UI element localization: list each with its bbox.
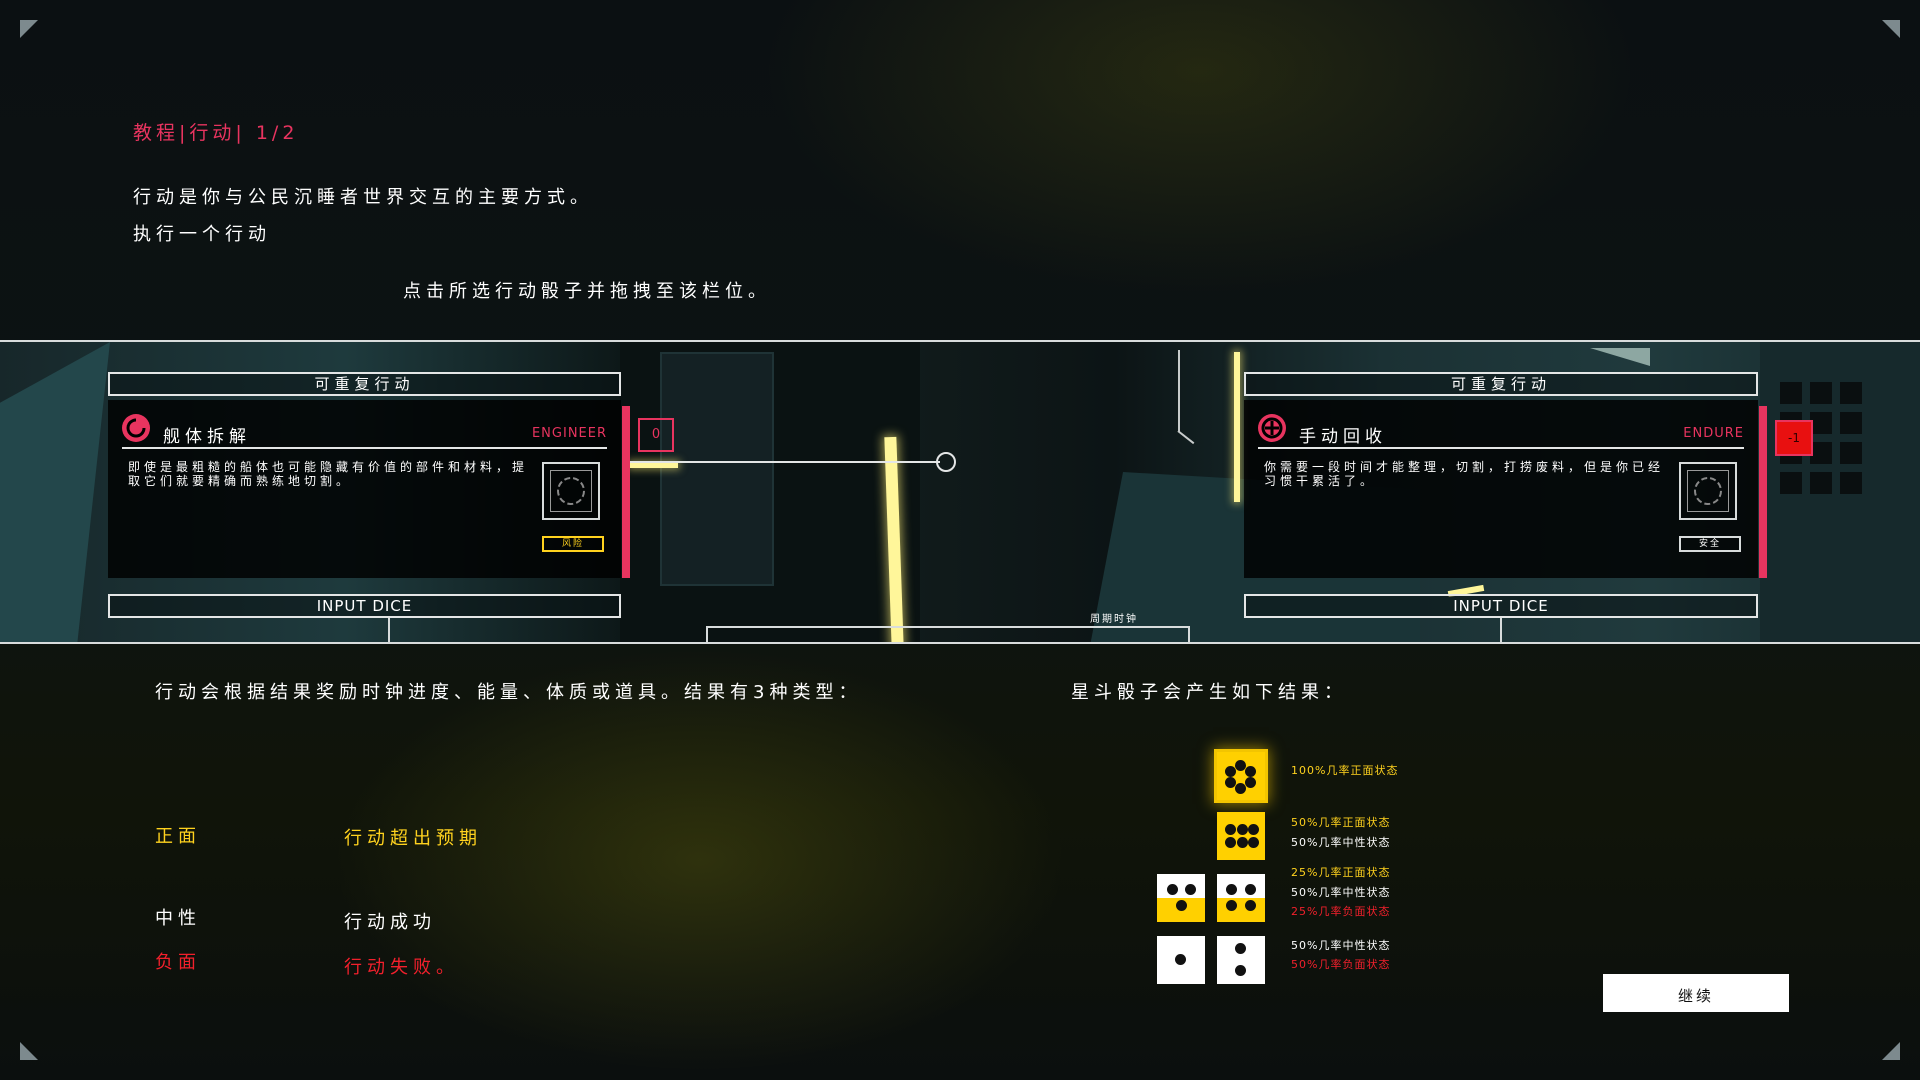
result-line: 50%几率负面状态 bbox=[1291, 958, 1391, 971]
die-neutral-a bbox=[1157, 936, 1205, 984]
left-dice-counter: 0 bbox=[638, 418, 674, 452]
result-line: 50%几率中性状态 bbox=[1291, 886, 1391, 899]
connector bbox=[1500, 618, 1502, 642]
tutorial-breadcrumb: 教程|行动| 1/2 bbox=[133, 122, 299, 144]
disassemble-icon bbox=[122, 414, 150, 442]
result-line: 25%几率正面状态 bbox=[1291, 866, 1391, 879]
result-line: 50%几率正面状态 bbox=[1291, 816, 1391, 829]
card-divider bbox=[122, 447, 607, 449]
gear-outline-icon bbox=[557, 477, 585, 505]
connection-line bbox=[630, 461, 940, 463]
card-accent-bar bbox=[622, 406, 630, 578]
outcome-negative-text: 行动失败。 bbox=[344, 957, 459, 978]
light-beam bbox=[1234, 352, 1240, 502]
action-scene: 周期时钟 可重复行动 舰体拆解 ENGINEER 即使是最粗糙的船体也可能隐藏有… bbox=[0, 340, 1920, 644]
left-action-card[interactable]: 舰体拆解 ENGINEER 即使是最粗糙的船体也可能隐藏有价值的部件和材料，提取… bbox=[108, 400, 621, 578]
result-line: 25%几率负面状态 bbox=[1291, 905, 1391, 918]
outcome-positive-type: 正面 bbox=[155, 826, 201, 847]
intro-line-2: 执行一个行动 bbox=[133, 224, 271, 245]
left-card-skill: ENGINEER bbox=[531, 426, 607, 441]
scene-panel bbox=[660, 352, 774, 586]
continue-button[interactable]: 继续 bbox=[1603, 974, 1789, 1012]
dice-slot[interactable] bbox=[1679, 462, 1737, 520]
die-neutral-b bbox=[1217, 936, 1265, 984]
connection-node bbox=[936, 452, 956, 472]
safe-badge: 安全 bbox=[1679, 536, 1741, 552]
die-mixed-b bbox=[1217, 874, 1265, 922]
die-positive-neutral bbox=[1217, 812, 1265, 860]
salvage-icon bbox=[1258, 414, 1286, 442]
gear-outline-icon bbox=[1694, 477, 1722, 505]
card-accent-bar bbox=[1759, 406, 1767, 578]
result-line: 50%几率中性状态 bbox=[1291, 836, 1391, 849]
outcome-negative-type: 负面 bbox=[155, 952, 201, 973]
right-card-title: 手动回收 bbox=[1299, 427, 1387, 447]
scene-highlight bbox=[1590, 348, 1650, 366]
left-card-description: 即使是最粗糙的船体也可能隐藏有价值的部件和材料，提取它们就要精确而熟练地切割。 bbox=[128, 460, 529, 488]
dice-slot[interactable] bbox=[542, 462, 600, 520]
outcome-positive-text: 行动超出预期 bbox=[344, 828, 482, 849]
risk-badge: 风险 bbox=[542, 536, 604, 552]
corner-decoration bbox=[20, 1042, 38, 1060]
left-card-header: 可重复行动 bbox=[108, 372, 621, 396]
right-card-header: 可重复行动 bbox=[1244, 372, 1758, 396]
intro-line-1: 行动是你与公民沉睡者世界交互的主要方式。 bbox=[133, 187, 593, 208]
cycle-clock-bracket bbox=[706, 626, 1190, 642]
left-input-dice[interactable]: INPUT DICE bbox=[108, 594, 621, 618]
right-input-dice[interactable]: INPUT DICE bbox=[1244, 594, 1758, 618]
corner-decoration bbox=[20, 20, 38, 38]
right-dice-counter: -1 bbox=[1775, 420, 1813, 456]
result-line: 50%几率中性状态 bbox=[1291, 939, 1391, 952]
right-card-skill: ENDURE bbox=[1683, 426, 1744, 441]
card-divider bbox=[1258, 447, 1744, 449]
corner-decoration bbox=[1882, 1042, 1900, 1060]
dice-slot-frame bbox=[1687, 470, 1729, 512]
right-card-description: 你需要一段时间才能整理，切割，打捞废料，但是你已经习惯干累活了。 bbox=[1264, 460, 1665, 488]
result-line: 100%几率正面状态 bbox=[1291, 764, 1399, 777]
dice-legend-header: 星斗骰子会产生如下结果： bbox=[1071, 682, 1347, 703]
drag-hint: 点击所选行动骰子并拖拽至该栏位。 bbox=[403, 281, 771, 302]
scene-grid bbox=[1780, 382, 1802, 404]
connection-line bbox=[1178, 350, 1180, 432]
outcome-summary: 行动会根据结果奖励时钟进度、能量、体质或道具。结果有3种类型： bbox=[155, 682, 862, 703]
die-positive bbox=[1217, 752, 1265, 800]
outcome-neutral-type: 中性 bbox=[155, 908, 201, 929]
die-mixed-a bbox=[1157, 874, 1205, 922]
scene-block bbox=[0, 342, 110, 642]
connection-line bbox=[1177, 430, 1195, 445]
light-beam bbox=[630, 462, 678, 468]
connector bbox=[388, 618, 390, 642]
outcome-neutral-text: 行动成功 bbox=[344, 912, 436, 933]
right-action-card[interactable]: 手动回收 ENDURE 你需要一段时间才能整理，切割，打捞废料，但是你已经习惯干… bbox=[1244, 400, 1758, 578]
left-card-title: 舰体拆解 bbox=[163, 427, 251, 447]
dice-slot-frame bbox=[550, 470, 592, 512]
cycle-clock-label: 周期时钟 bbox=[1090, 614, 1138, 625]
corner-decoration bbox=[1882, 20, 1900, 38]
